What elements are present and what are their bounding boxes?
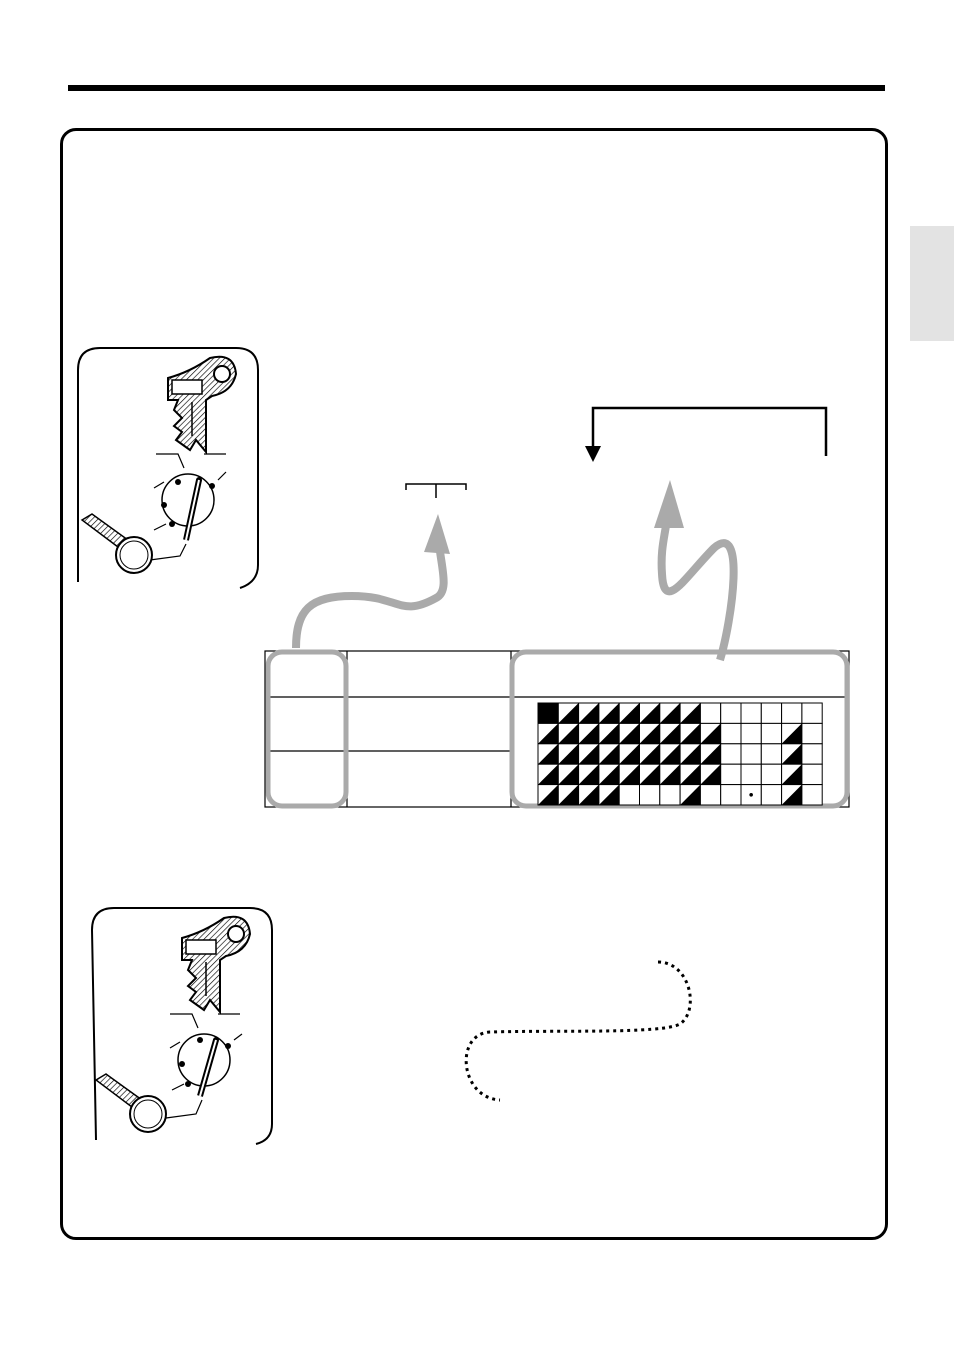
- grid-cell-shade: [558, 784, 579, 805]
- mode-switch-dial: [165, 1013, 243, 1119]
- grid-cell-shade: [558, 723, 579, 744]
- grid-cell: [537, 702, 559, 724]
- grid-cell-shade: [680, 743, 701, 765]
- grid-cell-shade: [700, 723, 721, 744]
- grid-cell-shade: [558, 703, 579, 724]
- grid-cell-shade: [781, 784, 802, 805]
- grid-cell: [720, 722, 742, 745]
- grid-cell-shade: [700, 764, 721, 785]
- grid-cell: [618, 784, 641, 806]
- grid-cell: [801, 784, 823, 806]
- grid-cell-shade: [619, 764, 640, 785]
- grid-cell-shade: [578, 784, 599, 805]
- grid-cell-shade: [781, 723, 802, 744]
- grid-cell: [699, 784, 722, 806]
- grid-cell-shade: [680, 764, 701, 785]
- grid-cell-shade: [598, 764, 620, 785]
- grid-cell-shade: [639, 723, 660, 744]
- grid-cell-shade: [659, 743, 681, 765]
- grid-cell-shade: [639, 764, 660, 785]
- character-display-grid: [537, 702, 823, 806]
- instruction-frame: [60, 128, 888, 1240]
- mode-switch-key-icon: [167, 355, 238, 455]
- grid-cell-shade: [619, 743, 640, 765]
- grid-cell: [720, 702, 742, 724]
- grid-cell-shade: [558, 743, 579, 765]
- magnifying-glass-icon: [94, 1073, 167, 1133]
- grid-cell: [760, 702, 783, 724]
- grid-cell-shade: [659, 764, 681, 785]
- magnifying-glass-icon: [80, 513, 153, 574]
- grid-decimal-point: [749, 793, 753, 797]
- grid-cell-shade: [538, 723, 559, 744]
- grid-cell-shade: [558, 764, 579, 785]
- grid-cell-shade: [598, 784, 620, 805]
- grid-cell-shade: [578, 764, 599, 785]
- grid-cell-shade: [619, 723, 640, 744]
- grid-cell: [801, 722, 823, 745]
- grid-cell: [740, 722, 762, 745]
- grid-cell: [720, 784, 742, 806]
- grid-cell-shade: [639, 703, 660, 724]
- grid-cell-shade: [578, 723, 599, 744]
- grid-cell: [720, 763, 742, 786]
- grid-cell-shade: [598, 703, 620, 724]
- grid-cell-shade: [639, 743, 660, 765]
- grid-cell-shade: [659, 703, 681, 724]
- grid-cell-shade: [578, 743, 599, 765]
- grid-cell: [760, 743, 783, 765]
- grid-cell-shade: [781, 764, 802, 785]
- mode-switch-key-icon: [181, 915, 252, 1015]
- grid-cell-shade: [538, 743, 559, 765]
- highlight-box-column: [265, 649, 349, 809]
- grid-cell: [781, 702, 803, 724]
- grid-cell: [720, 743, 742, 765]
- grid-cell: [740, 702, 762, 724]
- grid-cell-shade: [538, 764, 559, 785]
- grid-cell: [699, 702, 722, 724]
- grid-cell-shade: [659, 723, 681, 744]
- grid-cell: [801, 743, 823, 765]
- grid-cell: [659, 784, 681, 806]
- section-tab: [910, 226, 954, 341]
- grid-cell: [639, 784, 661, 806]
- mode-key-panel-bottom: [90, 907, 273, 1145]
- bracket-marker: [405, 483, 467, 498]
- grid-cell-shade: [578, 703, 599, 724]
- dotted-flow-line: [464, 960, 692, 1102]
- highlight-arrow-left: [292, 514, 450, 649]
- grid-cell-shade: [781, 743, 802, 765]
- grid-cell: [760, 763, 783, 786]
- grid-cell-shade: [700, 743, 721, 765]
- grid-cell-shade: [680, 723, 701, 744]
- grid-cell: [740, 743, 762, 765]
- highlight-box-display: [509, 649, 850, 809]
- mode-switch-dial: [149, 453, 227, 561]
- grid-cell: [740, 763, 762, 786]
- highlight-arrow-right: [654, 480, 738, 662]
- return-arrow: [585, 406, 828, 462]
- grid-cell-shade: [619, 703, 640, 724]
- grid-cell: [760, 722, 783, 745]
- mode-key-panel-top: [77, 347, 259, 589]
- grid-cell-shade: [598, 743, 620, 765]
- grid-cell: [801, 702, 823, 724]
- grid-cell-shade: [538, 784, 559, 805]
- grid-cell: [801, 763, 823, 786]
- top-rule: [68, 85, 885, 91]
- grid-cell-shade: [598, 723, 620, 744]
- grid-cell: [760, 784, 783, 806]
- grid-cell-shade: [680, 703, 701, 724]
- grid-cell-shade: [680, 784, 701, 805]
